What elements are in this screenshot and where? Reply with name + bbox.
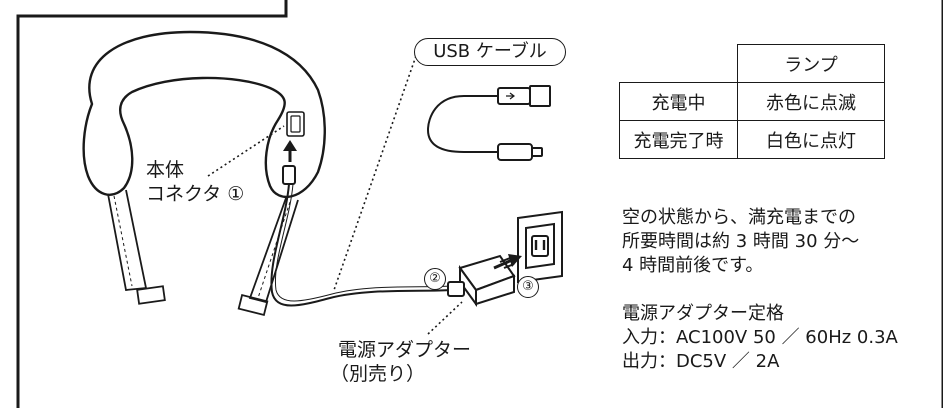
table-row: 充電中 赤色に点滅 xyxy=(619,82,885,121)
plug-arrow-icon xyxy=(493,254,522,270)
frame-border xyxy=(16,0,943,408)
body-label: 本体 xyxy=(146,159,185,181)
charge-time-line: 空の状態から、満充電までの xyxy=(622,207,856,228)
wall-outlet-icon xyxy=(517,210,563,284)
charge-time-line: 4 時間前後です。 xyxy=(622,255,764,276)
usb-cable-icon xyxy=(426,85,551,161)
adapter-spec-output: 出力：DC5V ／ 2A xyxy=(622,351,780,372)
table-header-row: ランプ xyxy=(619,44,885,83)
connector-label: コネクタ ① xyxy=(146,183,245,205)
lamp-status-table: ランプ 充電中 赤色に点滅 充電完了時 白色に点灯 xyxy=(619,44,885,159)
usb-cable-label: USB ケーブル xyxy=(414,38,566,66)
lamp-cell: 赤色に点滅 xyxy=(737,82,885,121)
insert-arrow-icon xyxy=(283,140,297,162)
strap-icon xyxy=(107,189,299,317)
adapter-note-label: （別売り） xyxy=(330,363,426,385)
lamp-column-header: ランプ xyxy=(737,44,885,83)
leader-lines xyxy=(207,55,463,335)
body-connector-icon xyxy=(286,111,305,137)
adapter-label: 電源アダプター xyxy=(338,339,472,361)
state-cell: 充電完了時 xyxy=(619,120,738,159)
cable-line xyxy=(270,165,453,307)
adapter-spec-input: 入力：AC100V 50 ／ 60Hz 0.3A xyxy=(622,327,898,348)
table-blank-cell xyxy=(619,44,738,83)
step-3-marker: ③ xyxy=(517,276,539,298)
table-row: 充電完了時 白色に点灯 xyxy=(619,120,885,159)
state-cell: 充電中 xyxy=(619,82,738,121)
lamp-cell: 白色に点灯 xyxy=(737,120,885,159)
massager-body-icon xyxy=(82,30,326,198)
charge-time-line: 所要時間は約 3 時間 30 分～ xyxy=(622,231,860,252)
adapter-spec-title: 電源アダプター定格 xyxy=(622,303,784,324)
step-2-marker: ② xyxy=(424,268,446,290)
